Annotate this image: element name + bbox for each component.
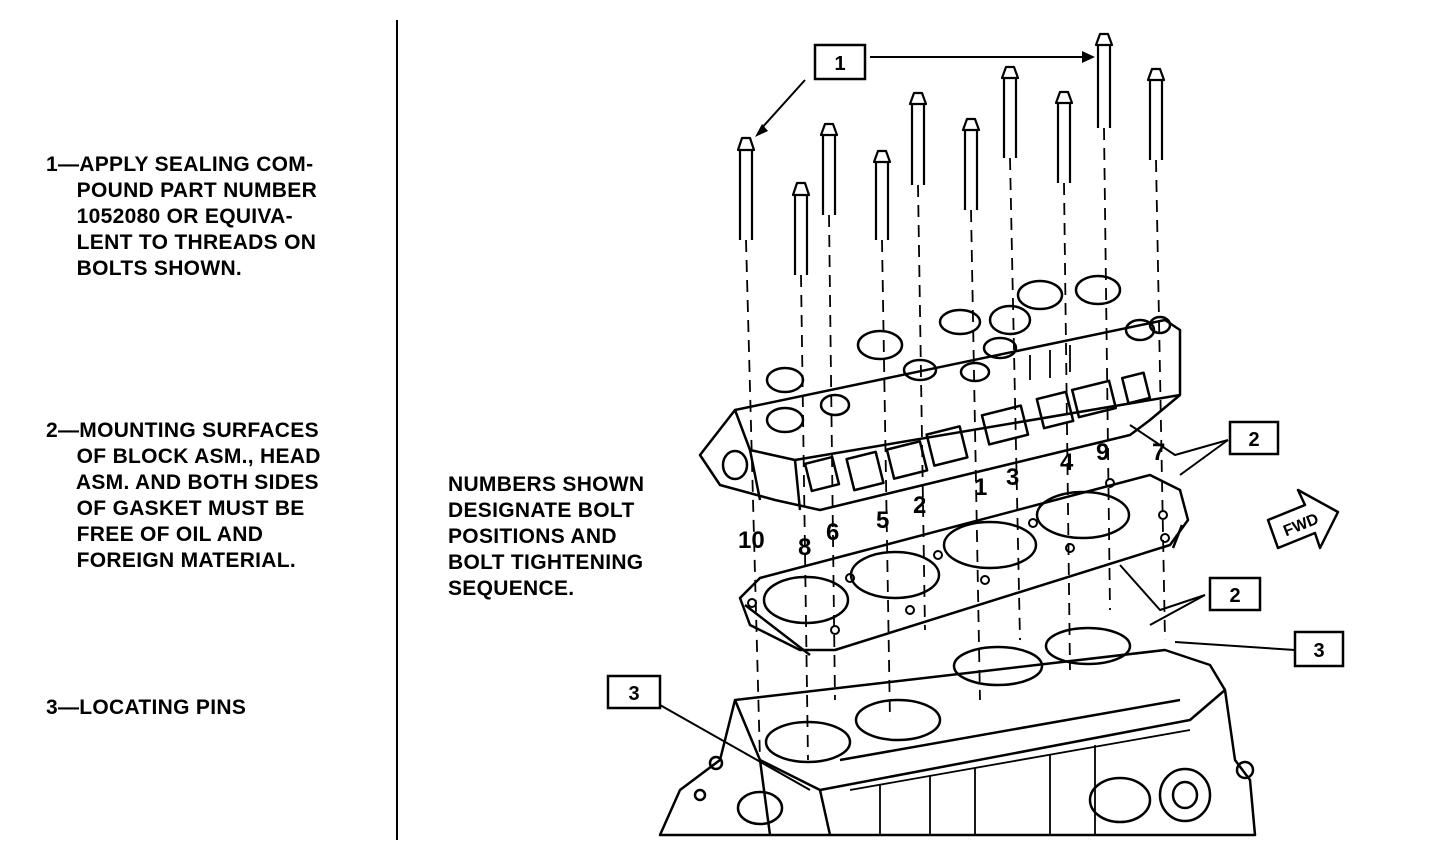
bolt-sequence-numbers: 10 8 6 5 2 1 3 4 9 7	[738, 439, 1165, 561]
bolt-number-9: 9	[1096, 439, 1109, 466]
callout-3-right: 3	[1293, 630, 1345, 668]
bolt-number-7: 7	[1152, 439, 1165, 466]
divider-line	[396, 20, 398, 840]
bolt-number-3: 3	[1006, 464, 1019, 491]
note-bolt-sequence: NUMBERS SHOWN DESIGNATE BOLT POSITIONS A…	[448, 473, 645, 600]
head-bolts	[736, 32, 1166, 275]
callout-2-block-label: 2	[1229, 585, 1240, 607]
head-gasket	[738, 473, 1190, 656]
note-sealing-compound: 1—APPLY SEALING COM- POUND PART NUMBER 1…	[46, 153, 318, 280]
bolt-number-10: 10	[738, 527, 765, 554]
bolt-number-2: 2	[913, 492, 926, 519]
forward-arrow: FWD	[1266, 488, 1340, 550]
bolt-number-4: 4	[1060, 449, 1074, 476]
leader-lines	[659, 56, 1296, 791]
alignment-lines	[745, 127, 1166, 761]
callout-1: 1	[813, 43, 867, 81]
note-locating-pins: 3—LOCATING PINS	[46, 696, 247, 719]
callout-3-left-label: 3	[628, 683, 639, 705]
callout-3-left: 3	[606, 674, 662, 710]
bolt-number-5: 5	[876, 507, 889, 534]
callout-2-block: 2	[1208, 576, 1262, 612]
bolt-number-1: 1	[974, 474, 987, 501]
callout-2-head-label: 2	[1248, 429, 1259, 451]
bolt-number-6: 6	[826, 519, 839, 546]
callout-1-label: 1	[834, 53, 845, 75]
callout-3-right-label: 3	[1313, 640, 1324, 662]
note-mounting-surfaces: 2—MOUNTING SURFACES OF BLOCK ASM., HEAD …	[46, 419, 321, 572]
engine-block	[658, 626, 1257, 837]
callout-2-head: 2	[1228, 420, 1280, 456]
bolt-number-8: 8	[798, 534, 811, 561]
